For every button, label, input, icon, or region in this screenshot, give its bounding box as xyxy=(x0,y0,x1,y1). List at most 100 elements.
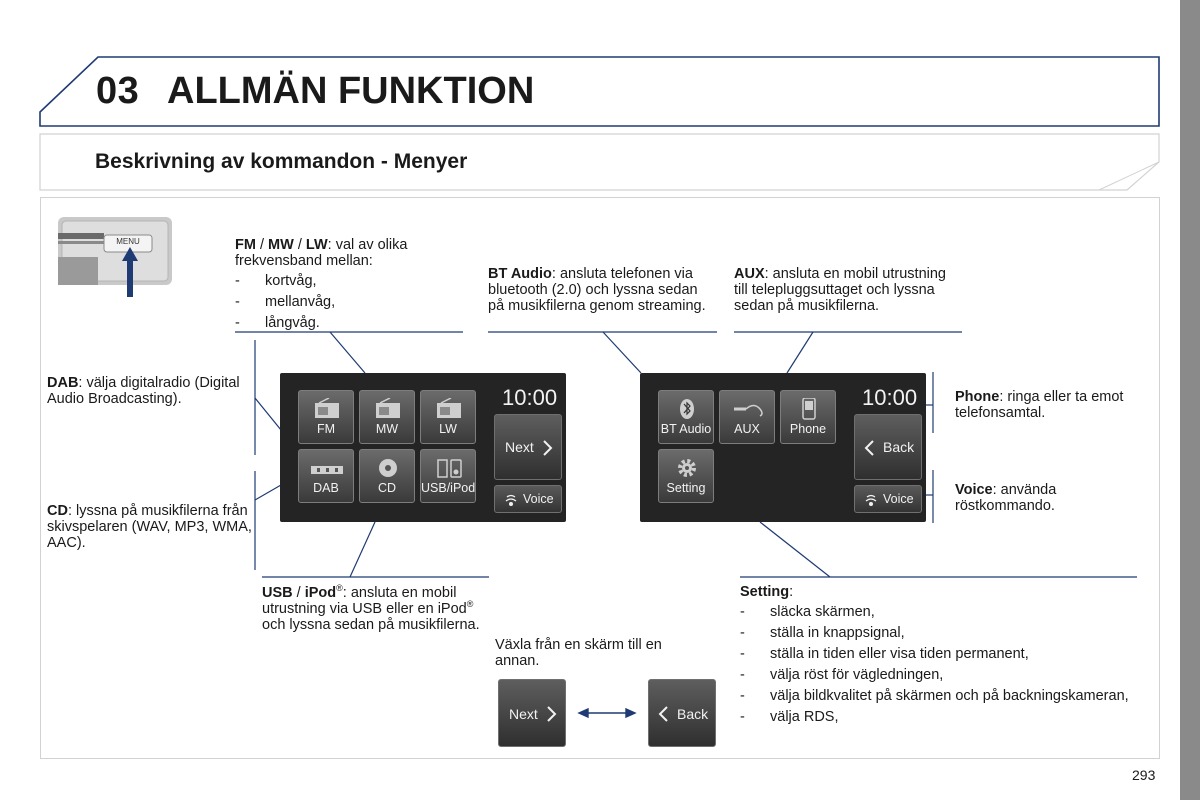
usb-ipod-note: USB / iPod®: ansluta en mobil utrustning… xyxy=(262,583,487,633)
dash: - xyxy=(740,646,745,662)
band-list: -kortvåg, - mellanvåg, -långvåg. xyxy=(235,273,460,331)
list-item: -ställa in knappsignal, xyxy=(740,625,1140,641)
list-item-text: välja bildkvalitet på skärmen och på bac… xyxy=(770,688,1129,704)
chevron-right-icon xyxy=(547,706,557,722)
voice-icon xyxy=(505,494,517,506)
usb-ipod-button[interactable]: USB/iPod xyxy=(420,449,476,503)
setting-note: Setting: -släcka skärmen, -ställa in kna… xyxy=(740,584,1140,730)
list-item: - ställa in tiden eller visa tiden perman… xyxy=(740,646,1140,662)
list-item-text: mellanvåg, xyxy=(265,294,336,310)
usb-label: USB xyxy=(262,585,293,601)
dash: - xyxy=(740,604,745,620)
button-label: Setting xyxy=(666,481,706,495)
header-frame xyxy=(39,56,1160,191)
radio-icon xyxy=(437,398,461,418)
next-label: Next xyxy=(509,706,538,722)
aux-note: AUX: ansluta en mobil utrustning till te… xyxy=(734,266,962,314)
side-strip xyxy=(1180,0,1200,800)
menu-key-label: MENU xyxy=(116,237,140,246)
clock: 10:00 xyxy=(502,385,558,410)
content-frame xyxy=(40,197,1160,759)
gear-icon xyxy=(678,459,696,477)
dash: - xyxy=(235,315,240,331)
mw-button[interactable]: MW xyxy=(359,390,415,444)
sep: / xyxy=(293,237,306,253)
voice-icon xyxy=(865,494,877,506)
phone-label: Phone xyxy=(955,389,1000,405)
voice-text: : använda röstkommando. xyxy=(955,482,1057,514)
list-item-text: välja RDS, xyxy=(770,709,839,725)
screen-main-menu-1: FM MW LW DAB CD USB/iPod 10:00 Next Voic… xyxy=(280,373,566,522)
dab-text: : välja digitalradio (Digital Audio Broa… xyxy=(47,375,240,407)
fm-label: FM xyxy=(235,237,256,253)
chevron-left-icon xyxy=(864,440,874,456)
cd-label: CD xyxy=(47,503,68,519)
usb-text-1: : ansluta en mobil utrustning via USB el… xyxy=(262,585,467,617)
dab-button[interactable]: DAB xyxy=(298,449,354,503)
setting-button[interactable]: Setting xyxy=(658,449,714,503)
ipod-label: iPod xyxy=(304,585,337,601)
lw-button[interactable]: LW xyxy=(420,390,476,444)
button-label: FM xyxy=(316,422,336,436)
section-title: Beskrivning av kommandon - Menyer xyxy=(95,150,468,173)
phone-button[interactable]: Phone xyxy=(780,390,836,444)
voice-label: Voice xyxy=(955,482,993,498)
list-item-text: ställa in tiden eller visa tiden permane… xyxy=(770,646,1029,662)
back-button[interactable]: Back xyxy=(854,414,922,480)
fm-mw-lw-note: FM / MW / LW: val av olika frekvensband … xyxy=(235,237,460,336)
bt-audio-button[interactable]: BT Audio xyxy=(658,390,714,444)
usb-ipod-icon xyxy=(437,459,462,478)
voice-button[interactable]: Voice xyxy=(494,485,562,513)
list-item: - mellanvåg, xyxy=(235,294,460,310)
voice-note: Voice: använda röstkommando. xyxy=(955,482,1155,514)
chevron-right-icon xyxy=(543,440,553,456)
setting-label: Setting xyxy=(740,584,790,600)
dash: - xyxy=(235,294,240,310)
mw-label: MW xyxy=(268,237,294,253)
button-label: AUX xyxy=(734,422,760,436)
voice-label: Voice xyxy=(883,492,914,506)
setting-colon: : xyxy=(789,584,794,600)
list-item: -kortvåg, xyxy=(235,273,460,289)
fm-button[interactable]: FM xyxy=(298,390,354,444)
sep: / xyxy=(255,237,269,253)
bt-audio-note: BT Audio: ansluta telefonen via bluetoot… xyxy=(488,266,716,314)
phone-text: : ringa eller ta emot telefonsamtal. xyxy=(955,389,1124,421)
next-label: Next xyxy=(505,439,534,455)
bt-audio-label: BT Audio xyxy=(488,266,552,282)
swap-back-button[interactable]: Back xyxy=(648,679,716,747)
dab-note: DAB: välja digitalradio (Digital Audio B… xyxy=(47,375,247,407)
back-label: Back xyxy=(883,439,915,455)
aux-button[interactable]: AUX xyxy=(719,390,775,444)
registered-mark: ® xyxy=(466,599,474,610)
dab-label: DAB xyxy=(47,375,79,391)
button-label: DAB xyxy=(313,481,339,495)
list-item: -långvåg. xyxy=(235,315,460,331)
phone-icon xyxy=(802,398,816,420)
chevron-left-icon xyxy=(658,706,668,722)
registered-mark: ® xyxy=(336,583,343,594)
bluetooth-icon xyxy=(680,399,694,419)
sep: / xyxy=(292,585,305,601)
list-item: -välja bildkvalitet på skärmen och på ba… xyxy=(740,688,1140,704)
voice-button[interactable]: Voice xyxy=(854,485,922,513)
screen-main-menu-2: BT Audio AUX Phone Setting 10:00 Back Vo… xyxy=(640,373,926,522)
cd-button[interactable]: CD xyxy=(359,449,415,503)
menu-key-illustration xyxy=(58,217,172,297)
aux-text: : ansluta en mobil utrustning till telep… xyxy=(734,266,946,314)
dash: - xyxy=(740,709,745,725)
phone-note: Phone: ringa eller ta emot telefonsamtal… xyxy=(955,389,1155,421)
bt-audio-text: : ansluta telefonen via bluetooth (2.0) … xyxy=(488,266,706,314)
list-item-text: ställa in knappsignal, xyxy=(770,625,905,641)
list-item: -välja röst för vägledningen, xyxy=(740,667,1140,683)
button-label: Phone xyxy=(789,422,827,436)
cd-note: CD: lyssna på musikfilerna från skivspel… xyxy=(47,503,252,551)
fm-note-text: : val av olika frekvensband mellan: xyxy=(235,237,408,269)
clock: 10:00 xyxy=(862,385,918,410)
aux-label: AUX xyxy=(734,266,765,282)
swap-next-button[interactable]: Next xyxy=(498,679,566,747)
disc-icon xyxy=(379,459,397,477)
page-number: 293 xyxy=(1132,767,1156,783)
next-button[interactable]: Next xyxy=(494,414,562,480)
list-item: - välja RDS, xyxy=(740,709,1140,725)
